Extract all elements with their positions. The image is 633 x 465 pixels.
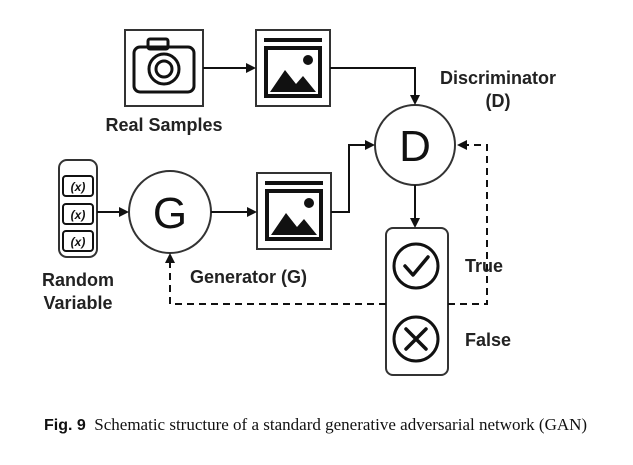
svg-text:(x): (x) <box>71 180 86 194</box>
variable-label: Variable <box>43 293 112 313</box>
variable-cell: (x) <box>62 203 94 225</box>
caption-text: Schematic structure of a standard genera… <box>94 415 588 434</box>
flow-arrows <box>97 63 420 228</box>
svg-text:(x): (x) <box>71 235 86 249</box>
generator-node: G <box>128 170 212 254</box>
variable-cell: (x) <box>62 175 94 197</box>
false-label: False <box>465 330 511 350</box>
generated-image-icon <box>256 172 332 250</box>
variable-cell: (x) <box>62 230 94 252</box>
camera-icon <box>124 29 204 107</box>
figure-label: Fig. 9 <box>44 417 86 434</box>
true-label: True <box>465 256 503 276</box>
feedback-to-generator <box>165 253 386 305</box>
real-image-icon <box>255 29 331 107</box>
discriminator-node: D <box>374 104 456 186</box>
svg-text:(x): (x) <box>71 208 86 222</box>
random-variable-stack: (x) (x) (x) <box>58 159 98 258</box>
discriminator-abbrev-label: (D) <box>486 91 511 111</box>
svg-text:D: D <box>399 122 431 171</box>
real-samples-label: Real Samples <box>105 115 222 135</box>
cross-icon <box>392 315 440 363</box>
figure-caption: Fig. 9 Schematic structure of a standard… <box>44 414 604 437</box>
arrow-fake-to-discriminator <box>331 140 375 213</box>
output-box <box>385 227 449 376</box>
generator-label: Generator (G) <box>190 267 307 287</box>
checkmark-icon <box>392 242 440 290</box>
arrow-real-to-discriminator <box>330 67 420 105</box>
random-label: Random <box>42 270 114 290</box>
feedback-to-discriminator <box>448 140 488 305</box>
feedback-arrows <box>165 140 488 305</box>
discriminator-label: Discriminator <box>440 68 556 88</box>
svg-text:G: G <box>153 189 187 238</box>
